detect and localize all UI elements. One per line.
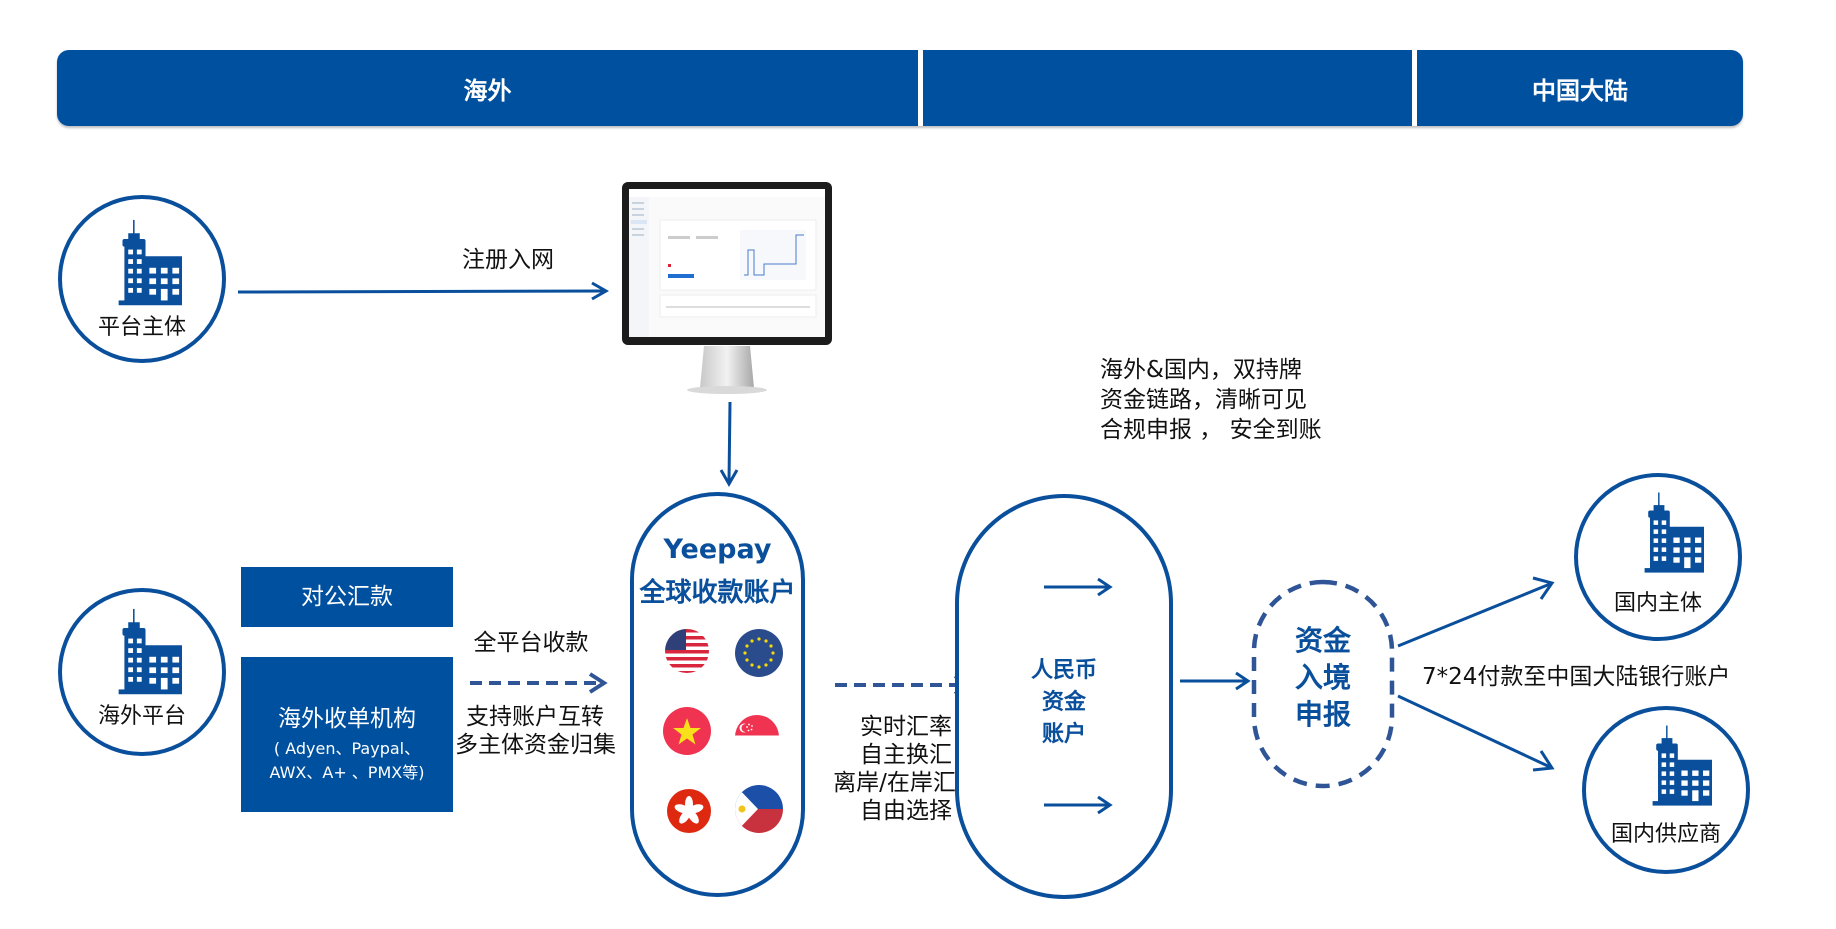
register-arrow xyxy=(237,281,610,301)
header-segment-mainland: 中国大陆 xyxy=(1532,76,1628,105)
rmb-line-2: 资金 xyxy=(1041,690,1086,715)
yeepay-global-account: Yeepay 全球收款账户 xyxy=(630,492,805,897)
monitor-icon xyxy=(622,182,832,394)
declaration-text: 资金 入境 申报 xyxy=(1250,622,1396,733)
register-label: 注册入网 xyxy=(462,247,554,273)
domestic-subject-node: 国内主体 xyxy=(1574,473,1742,641)
declare-line-2: 入境 xyxy=(1294,661,1351,694)
yeepay-brand: Yeepay xyxy=(663,534,772,565)
eu-flag-icon xyxy=(735,629,783,677)
fund-entry-declaration-node xyxy=(1251,579,1395,789)
acquirer-list-line-2: AWX、A+ 、PMX等) xyxy=(269,763,425,782)
header-divider xyxy=(918,50,923,126)
vn-flag-icon xyxy=(663,707,711,755)
domestic-subject-label: 国内主体 xyxy=(1613,591,1702,616)
transfer-line-2: 多主体资金归集 xyxy=(455,732,616,758)
fx-line-2: 自主换汇 xyxy=(860,742,952,768)
region-header-bar: 海外 中国大陆 xyxy=(57,50,1743,126)
all-platform-collect-label: 全平台收款 xyxy=(473,630,589,656)
fx-line-1: 实时汇率 xyxy=(860,714,952,740)
sg-flag-icon xyxy=(735,715,779,738)
rmb-fund-account: 人民币 资金 账户 xyxy=(955,494,1173,899)
us-flag-icon xyxy=(665,629,709,673)
collect-dashed-arrow xyxy=(470,672,608,694)
monitor-down-arrow xyxy=(719,401,739,488)
fx-dashed-arrow xyxy=(835,674,973,696)
overseas-acquirer-box: 海外收单机构 ( Adyen、Paypal、 AWX、A+ 、PMX等) xyxy=(241,657,453,812)
header-segment-overseas: 海外 xyxy=(463,76,512,105)
overseas-platform-label: 海外平台 xyxy=(97,704,186,729)
acquirer-title: 海外收单机构 xyxy=(278,706,416,732)
payout-branch-arrows xyxy=(1397,576,1555,772)
highlight-line-3: 合规申报 ， 安全到账 xyxy=(1100,417,1322,443)
transfer-line-1: 支持账户互转 xyxy=(466,704,604,730)
right-arrow-icon xyxy=(1044,795,1113,815)
right-arrow-icon xyxy=(1044,577,1113,597)
declare-arrow xyxy=(1180,671,1251,691)
yeepay-account-label: 全球收款账户 xyxy=(639,578,796,608)
declare-line-3: 申报 xyxy=(1294,698,1351,731)
building-icon xyxy=(86,217,182,309)
acquirer-list-line-1: ( Adyen、Paypal、 xyxy=(273,739,421,758)
highlight-line-1: 海外&国内，双持牌 xyxy=(1100,357,1302,383)
domestic-supplier-node: 国内供应商 xyxy=(1582,706,1750,874)
payout-label: 7*24付款至中国大陆银行账户 xyxy=(1422,664,1731,690)
declare-line-1: 资金 xyxy=(1294,624,1351,657)
ph-flag-icon xyxy=(735,785,783,833)
hk-flag-icon xyxy=(667,789,711,833)
rmb-line-3: 账户 xyxy=(1041,722,1086,747)
platform-subject-label: 平台主体 xyxy=(97,315,186,340)
overseas-platform-node: 海外平台 xyxy=(58,588,226,756)
rmb-line-1: 人民币 xyxy=(1030,658,1097,683)
building-icon xyxy=(86,606,182,698)
building-icon xyxy=(1622,720,1712,812)
fx-line-4: 自由选择 xyxy=(860,798,952,824)
platform-subject-node: 平台主体 xyxy=(58,195,226,363)
corporate-remittance-box: 对公汇款 xyxy=(241,567,453,627)
header-segment-middle xyxy=(923,50,1412,126)
building-icon xyxy=(1614,487,1704,579)
highlight-line-2: 资金链路，清晰可见 xyxy=(1100,387,1307,413)
domestic-supplier-label: 国内供应商 xyxy=(1610,822,1721,847)
header-divider xyxy=(1412,50,1417,126)
